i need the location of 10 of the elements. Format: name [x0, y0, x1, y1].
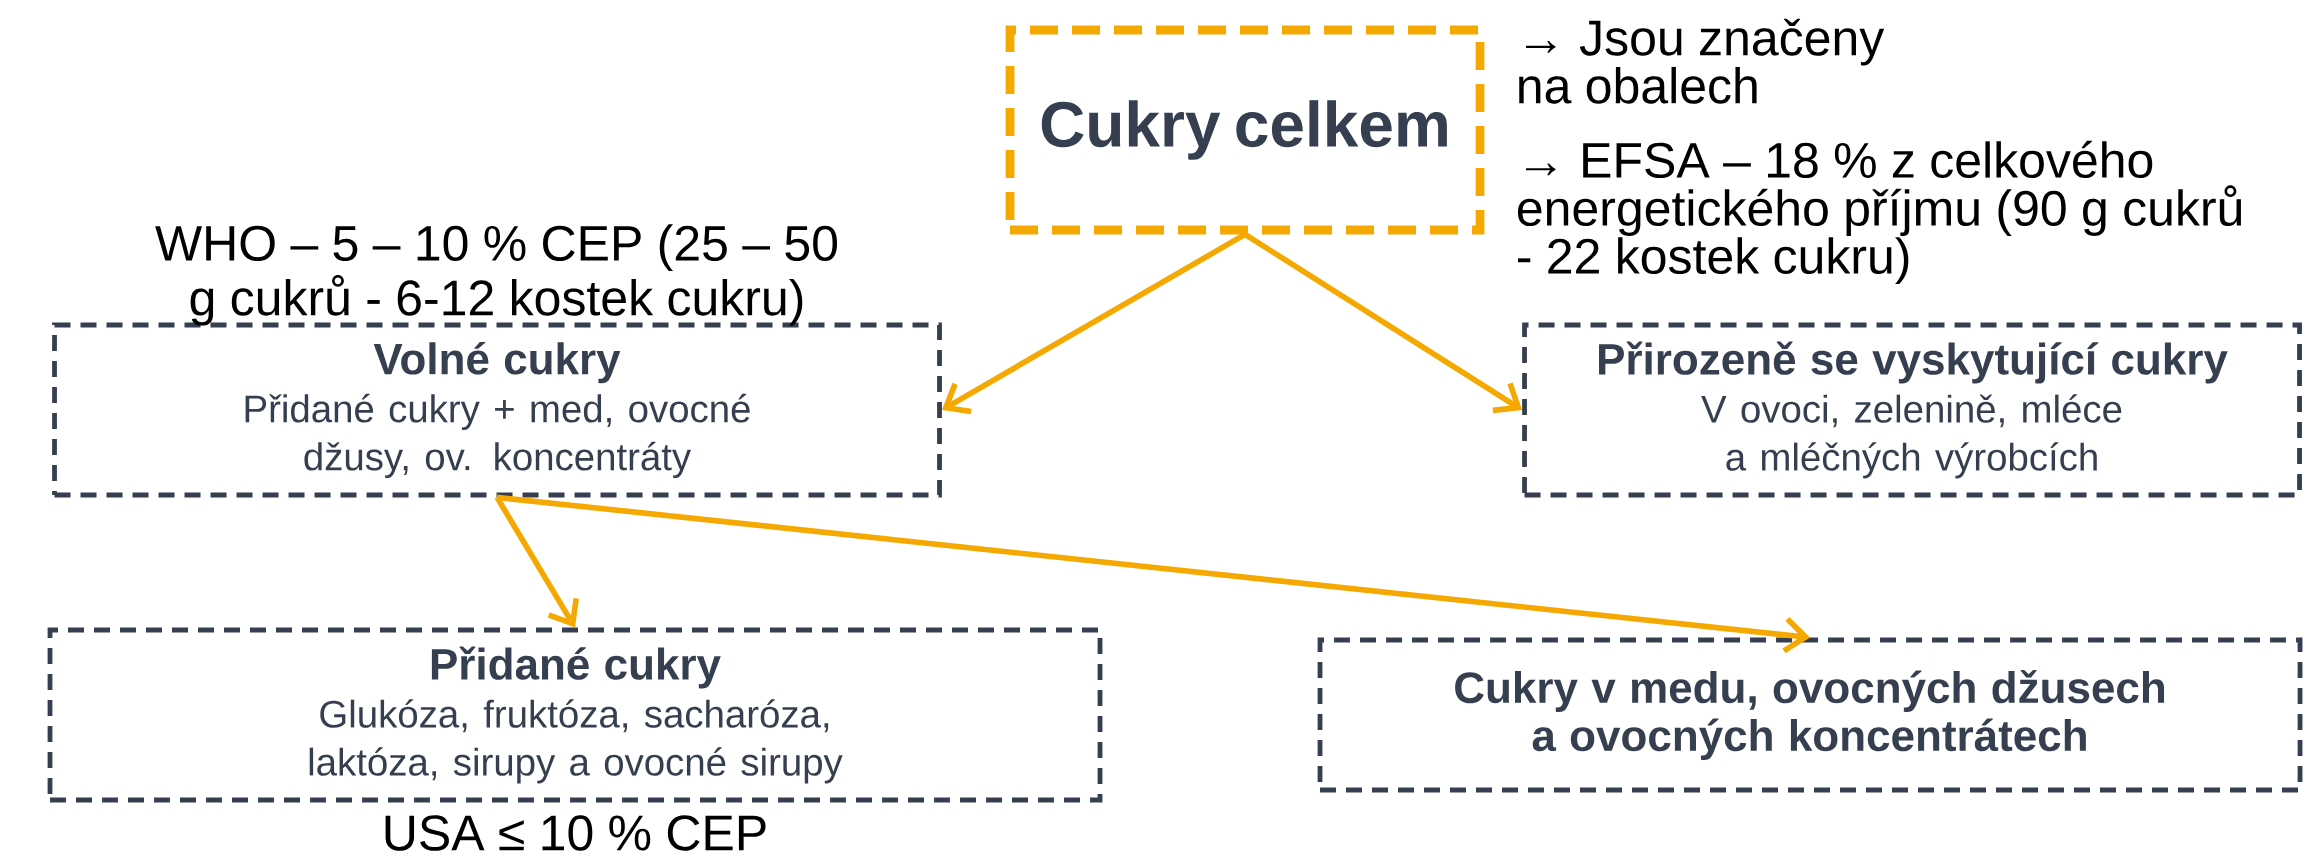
heading-box: Cukry celkem: [1005, 25, 1485, 235]
arrow: [941, 231, 1247, 415]
arrow: [496, 494, 1811, 654]
note-text: → EFSA – 18 % z celkového energetického příjmu (90 g cukrů - 22 kostek cukru): [1517, 140, 2242, 284]
arrow: [1243, 232, 1523, 414]
category-box: Cukry v medu, ovocných džusech a ovocných koncentrátech: [1317, 637, 2303, 793]
category-box: Přidané cukry Glukóza, fruktóza, sacharóza, laktóza, sirupy a ovocné sirupy: [47, 627, 1103, 803]
category-box: Přirozeně se vyskytující cukry V ovoci, zelenině, mléce a mléčných výrobcích: [1522, 322, 2302, 498]
note-text: USA ≤ 10 % CEP: [385, 815, 766, 851]
arrow: [494, 495, 579, 628]
